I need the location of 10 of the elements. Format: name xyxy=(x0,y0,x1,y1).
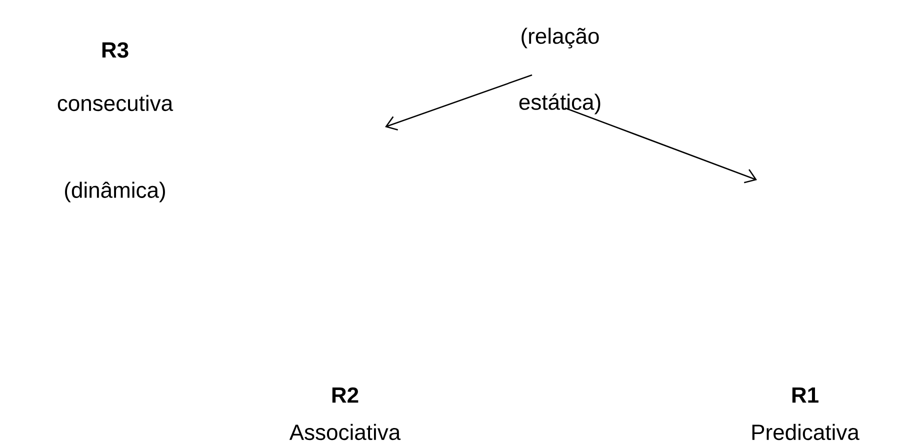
heading: R3 xyxy=(102,42,128,58)
node-text: (dinâmica) xyxy=(65,182,165,202)
node-text: consecutiva xyxy=(58,94,174,112)
arrow xyxy=(385,74,532,131)
heading: R2 xyxy=(332,387,358,403)
node-text: Associativa xyxy=(289,424,401,440)
node-text: (relação estática) xyxy=(519,28,600,114)
node-text: Predicativa xyxy=(752,424,860,440)
heading: R1 xyxy=(792,387,818,403)
arrow xyxy=(564,107,758,184)
